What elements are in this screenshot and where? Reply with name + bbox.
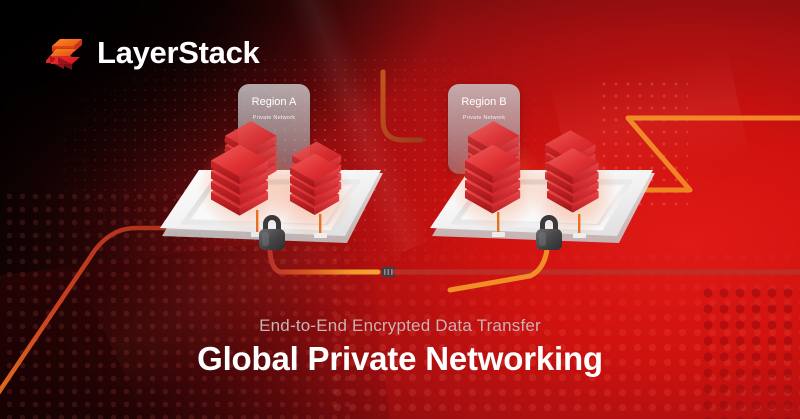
server-base-a2 [314, 233, 327, 238]
server-post-a1 [256, 210, 259, 236]
padlock-region-a [259, 215, 285, 250]
server-post-b1 [497, 212, 500, 236]
server-post-b2 [578, 214, 581, 236]
cable-region-b-out [447, 233, 551, 293]
path-left-diagonal [0, 225, 213, 395]
padlock-region-b [536, 215, 562, 250]
halftone-dots-corner [700, 285, 800, 419]
banner-subtitle: End-to-End Encrypted Data Transfer [259, 316, 541, 335]
server-base-b1 [492, 232, 505, 237]
region-a-title: Region A [251, 96, 297, 108]
server-base-b2 [573, 233, 586, 238]
cable-node-connector [382, 267, 395, 277]
brand-name: LayerStack [97, 34, 260, 70]
path-inter-region-top [380, 69, 424, 143]
server-post-a2 [319, 214, 322, 236]
brand-logo[interactable]: LayerStack [46, 33, 260, 71]
region-b-title: Region B [461, 96, 507, 108]
region-a-subtitle: Private Network [252, 115, 296, 121]
banner-title: Global Private Networking [197, 340, 603, 377]
region-b-subtitle: Private Network [462, 115, 506, 121]
layerstack-logo-icon [46, 39, 82, 70]
